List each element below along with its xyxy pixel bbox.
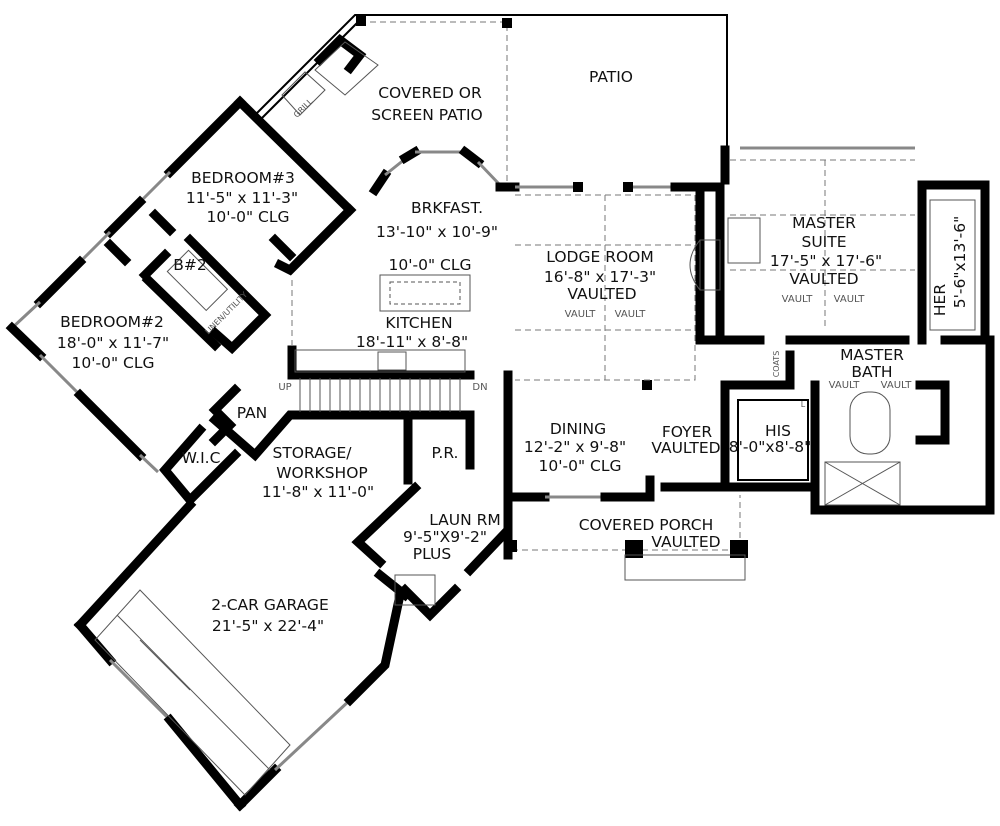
brkfast-size: 13'-10" x 10'-9" xyxy=(376,223,498,241)
stair-kitchen xyxy=(287,274,475,412)
kitchen-ceiling: 10'-0" CLG xyxy=(389,256,472,274)
her-closet-label: HER xyxy=(931,284,949,316)
pantry-label: PAN xyxy=(237,404,268,422)
coats-label: COATS xyxy=(772,351,781,378)
linen-label: LINEN/UTILITY xyxy=(203,290,249,336)
lodge-vault-right: VAULT xyxy=(615,309,647,320)
storage-size: 11'-8" x 11'-0" xyxy=(262,483,374,501)
linen-closet-label: L xyxy=(801,400,806,409)
patio-label: PATIO xyxy=(589,68,633,86)
master-suite-label-2: SUITE xyxy=(801,233,846,251)
his-closet-label: HIS xyxy=(765,422,791,440)
laundry-label: LAUN RM xyxy=(429,511,501,529)
bath-vault-right: VAULT xyxy=(881,380,913,391)
master-suite-size: 17'-5" x 17'-6" xyxy=(770,252,882,270)
stair-down-label: DN xyxy=(472,382,487,393)
dining-size: 12'-2" x 9'-8" xyxy=(524,438,626,456)
dining-label: DINING xyxy=(550,420,606,438)
covered-patio-label-2: SCREEN PATIO xyxy=(371,106,483,124)
garage-label: 2-CAR GARAGE xyxy=(211,596,328,614)
master-vault-left: VAULT xyxy=(782,294,814,305)
master-suite-ceiling: VAULTED xyxy=(789,270,858,288)
covered-patio-label: COVERED OR xyxy=(378,84,482,102)
storage-label-2: WORKSHOP xyxy=(276,464,368,482)
lodge-room-label: LODGE ROOM xyxy=(546,248,654,266)
stair-up-label: UP xyxy=(278,382,291,393)
foyer-ceiling: VAULTED xyxy=(651,439,720,457)
porch-ceiling: VAULTED xyxy=(651,533,720,551)
porch-label: COVERED PORCH xyxy=(579,516,714,534)
kitchen-label: KITCHEN xyxy=(385,314,452,332)
patio-outline xyxy=(254,14,728,185)
bedroom2-ceiling: 10'-0" CLG xyxy=(72,354,155,372)
bedroom-wing-walls xyxy=(5,95,357,474)
wic-label: W.I.C xyxy=(182,449,221,467)
powder-room-label: P.R. xyxy=(431,444,458,462)
outdoor-grill xyxy=(281,34,379,116)
grill-label: GRILL xyxy=(292,97,315,120)
bedroom3-label: BEDROOM#3 xyxy=(191,169,295,187)
laundry-note: PLUS xyxy=(413,545,451,563)
lodge-vault-left: VAULT xyxy=(565,309,597,320)
bath-vault-left: VAULT xyxy=(829,380,861,391)
dining-ceiling: 10'-0" CLG xyxy=(539,457,622,475)
main-living-walls xyxy=(495,182,748,581)
master-wing-walls xyxy=(720,145,995,515)
kitchen-size: 18'-11" x 8'-8" xyxy=(356,333,468,351)
bedroom2-size: 18'-0" x 11'-7" xyxy=(57,334,169,352)
garage-size: 21'-5" x 22'-4" xyxy=(212,617,324,635)
bedroom3-size: 11'-5" x 11'-3" xyxy=(186,189,298,207)
master-vault-right: VAULT xyxy=(834,294,866,305)
master-bath-label: MASTER xyxy=(840,346,904,364)
her-closet-size: 5'-6"x13'-6" xyxy=(951,216,969,308)
lodge-room-ceiling: VAULTED xyxy=(567,285,636,303)
foyer-label: FOYER xyxy=(662,423,713,441)
bath2-label: B#2 xyxy=(173,256,206,274)
garage-walls xyxy=(73,383,475,812)
lodge-room-size: 16'-8" x 17'-3" xyxy=(544,268,656,286)
storage-label: STORAGE/ xyxy=(272,444,352,462)
laundry-size: 9'-5"X9'-2" xyxy=(403,528,487,546)
bedroom2-label: BEDROOM#2 xyxy=(60,313,164,331)
his-closet-size: 8'-0"x8'-8" xyxy=(729,438,812,456)
bedroom3-ceiling: 10'-0" CLG xyxy=(207,208,290,226)
brkfast-label: BRKFAST. xyxy=(411,199,483,217)
master-suite-label: MASTER xyxy=(792,214,856,232)
master-bath-label-2: BATH xyxy=(851,363,892,381)
breakfast-bay xyxy=(368,145,502,197)
